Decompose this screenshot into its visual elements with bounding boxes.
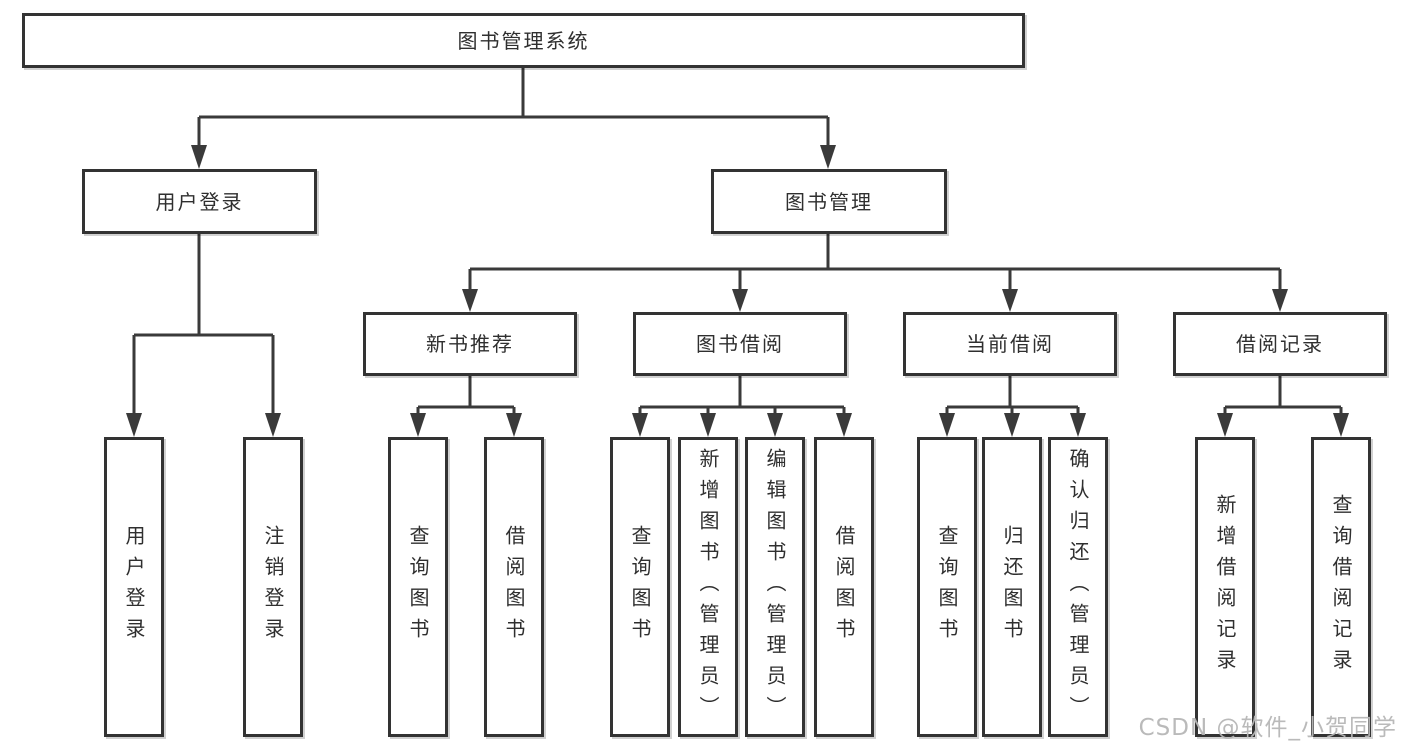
node-new-book-recommend: 新书推荐 [363, 312, 577, 376]
node-return-books: 归还图书 [982, 437, 1042, 737]
arrow-to-current-borrowing [1002, 289, 1018, 312]
node-book-management: 图书管理 [711, 169, 947, 234]
arrow-to-logout-leaf [265, 413, 281, 437]
arrow-to-book-management [820, 145, 836, 169]
arrow-to-borrow-books-1 [506, 413, 522, 437]
connector-user-login-split [132, 234, 275, 415]
arrow-to-confirm-return [1070, 413, 1086, 437]
node-edit-books-admin: 编辑图书（管理员） [745, 437, 805, 737]
arrow-to-add-books [700, 413, 716, 437]
node-library-system: 图书管理系统 [22, 13, 1025, 68]
arrow-to-user-login [191, 145, 207, 169]
arrowheads [126, 145, 1349, 437]
connector-book-borrowing-split [638, 376, 846, 415]
arrow-to-book-borrowing [732, 289, 748, 312]
node-add-borrow-record: 新增借阅记录 [1195, 437, 1255, 737]
connector-current-borrowing-split [945, 376, 1080, 415]
node-current-borrowing: 当前借阅 [903, 312, 1117, 376]
node-confirm-return-admin: 确认归还（管理员） [1048, 437, 1108, 737]
arrow-to-new-book [462, 289, 478, 312]
node-add-books-admin: 新增图书（管理员） [678, 437, 738, 737]
arrow-to-borrowing-records [1272, 289, 1288, 312]
node-user-login: 用户登录 [82, 169, 317, 234]
connector-new-book-split [416, 376, 516, 415]
arrow-to-return-books [1004, 413, 1020, 437]
csdn-watermark: CSDN @软件_小贺同学 [1138, 715, 1397, 741]
arrow-to-query-books-1 [410, 413, 426, 437]
node-borrow-books-2: 借阅图书 [814, 437, 874, 737]
connector-borrowing-records-split [1223, 376, 1343, 415]
connector-root-split [197, 68, 830, 147]
arrow-to-borrow-books-2 [836, 413, 852, 437]
node-query-books-2: 查询图书 [610, 437, 670, 737]
node-query-books-3: 查询图书 [917, 437, 977, 737]
connector-book-management-split [468, 234, 1282, 290]
node-book-borrowing: 图书借阅 [633, 312, 847, 376]
arrow-to-user-login-leaf [126, 413, 142, 437]
node-borrowing-records: 借阅记录 [1173, 312, 1387, 376]
node-borrow-books-1: 借阅图书 [484, 437, 544, 737]
node-query-books-1: 查询图书 [388, 437, 448, 737]
node-logout-leaf: 注销登录 [243, 437, 303, 737]
node-query-borrow-record: 查询借阅记录 [1311, 437, 1371, 737]
arrow-to-query-borrow-record [1333, 413, 1349, 437]
node-user-login-leaf: 用户登录 [104, 437, 164, 737]
arrow-to-query-books-3 [939, 413, 955, 437]
arrow-to-add-borrow-record [1217, 413, 1233, 437]
arrow-to-query-books-2 [632, 413, 648, 437]
arrow-to-edit-books [767, 413, 783, 437]
